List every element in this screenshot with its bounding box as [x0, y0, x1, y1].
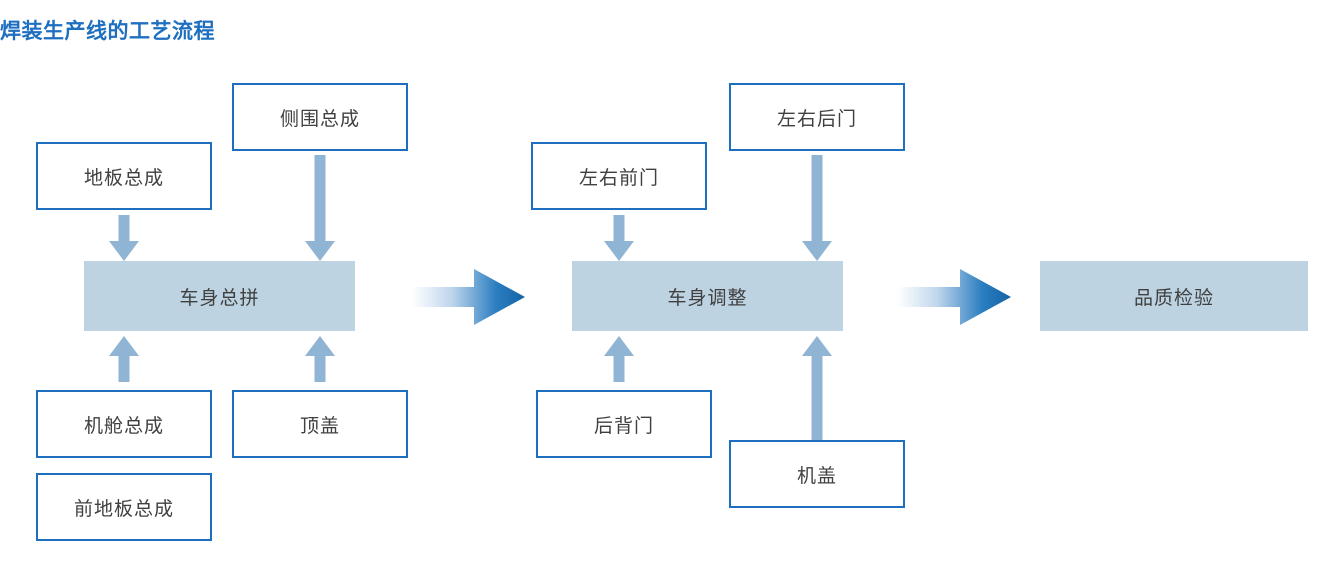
input-box-label: 机舱总成: [83, 415, 164, 437]
arrow-rear-doors-to-adjustment: [797, 155, 837, 261]
input-box-label: 左右后门: [776, 108, 857, 130]
input-box-rear-doors[interactable]: 左右后门: [729, 83, 905, 151]
input-box-label: 后背门: [593, 415, 654, 437]
input-box-label: 机盖: [796, 465, 837, 487]
input-box-label: 侧围总成: [279, 108, 360, 130]
process-box-quality-inspection[interactable]: 品质检验: [1040, 261, 1308, 331]
process-box-body-adjustment[interactable]: 车身调整: [572, 261, 843, 331]
process-box-label: 车身调整: [667, 287, 748, 309]
arrow-adjustment-to-inspection: [898, 269, 1011, 325]
arrow-front-doors-to-adjustment: [599, 215, 639, 261]
input-box-engine-bay-assembly[interactable]: 机舱总成: [36, 390, 212, 458]
input-box-floor-assembly[interactable]: 地板总成: [36, 142, 212, 210]
arrow-side-panel-to-framing: [300, 155, 340, 261]
arrow-roof-to-framing: [300, 336, 340, 382]
arrow-floor-to-framing: [104, 215, 144, 261]
arrow-hood-to-adjustment: [797, 336, 837, 441]
process-box-label: 车身总拼: [179, 287, 260, 309]
input-box-hood[interactable]: 机盖: [729, 440, 905, 508]
input-box-side-panel-assembly[interactable]: 侧围总成: [232, 83, 408, 151]
input-box-front-doors[interactable]: 左右前门: [531, 142, 707, 210]
input-box-label: 地板总成: [83, 167, 164, 189]
arrow-framing-to-adjustment: [412, 269, 525, 325]
arrow-engine-bay-to-framing: [104, 336, 144, 382]
input-box-label: 顶盖: [299, 415, 340, 437]
input-box-label: 前地板总成: [73, 498, 174, 520]
input-box-front-floor-assembly[interactable]: 前地板总成: [36, 473, 212, 541]
process-box-body-framing[interactable]: 车身总拼: [84, 261, 355, 331]
process-box-label: 品质检验: [1133, 287, 1214, 309]
arrow-tailgate-to-adjustment: [599, 336, 639, 382]
input-box-tailgate[interactable]: 后背门: [536, 390, 712, 458]
page-title: 焊装生产线的工艺流程: [0, 20, 215, 43]
input-box-roof-panel[interactable]: 顶盖: [232, 390, 408, 458]
input-box-label: 左右前门: [578, 167, 659, 189]
